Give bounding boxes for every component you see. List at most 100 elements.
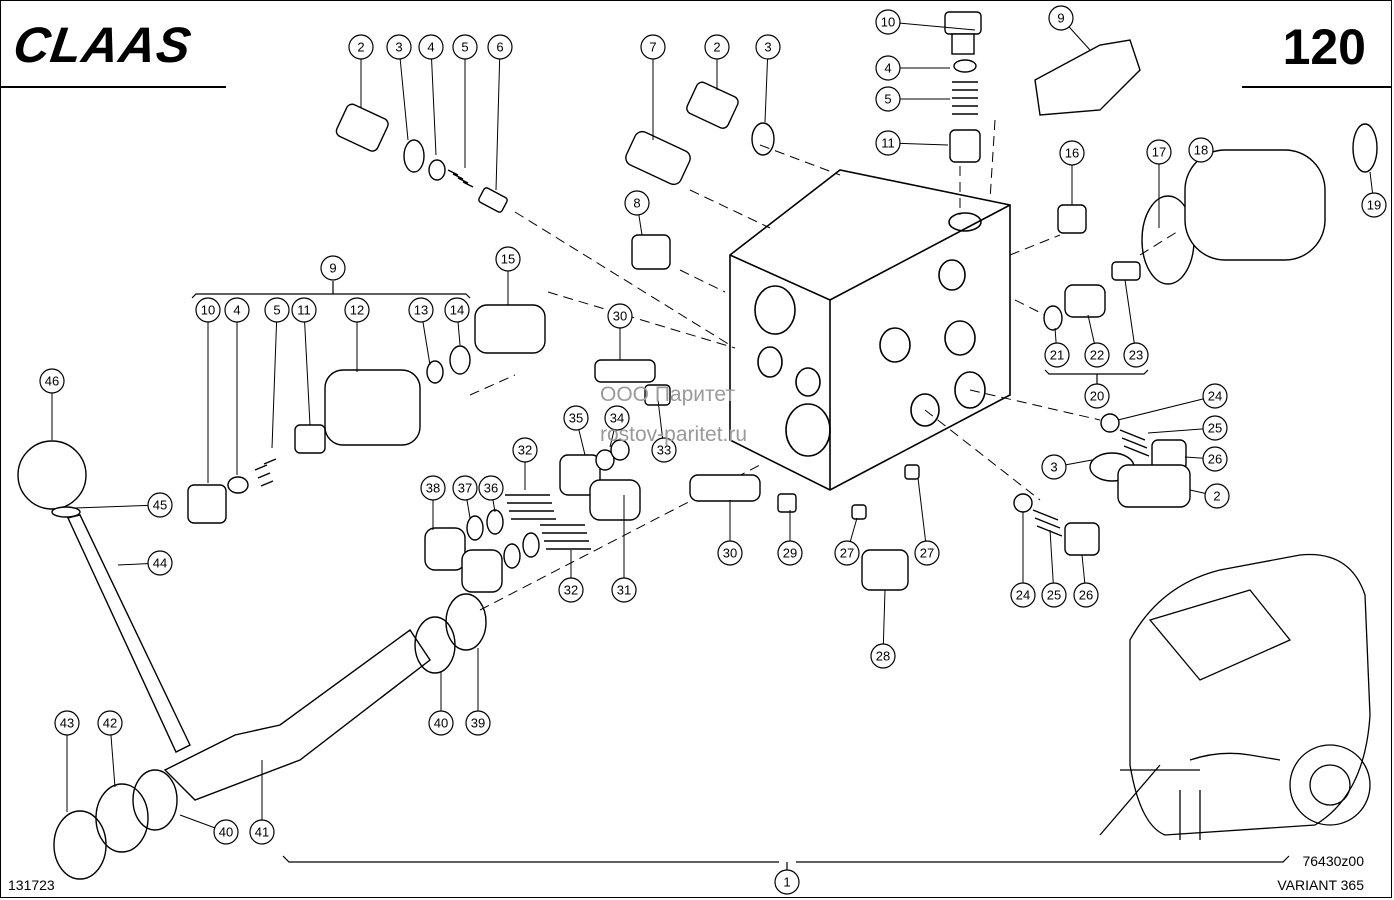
callout-bubble bbox=[420, 475, 446, 501]
callout-label: 4 bbox=[884, 61, 891, 76]
callout-bubble bbox=[418, 34, 444, 60]
callout-bubble bbox=[717, 540, 743, 566]
callout-label: 37 bbox=[458, 481, 472, 496]
callout-bubble bbox=[1041, 454, 1067, 480]
callout-bubble bbox=[875, 9, 901, 35]
callout-26: 26 bbox=[1073, 554, 1099, 608]
callout-bubble bbox=[604, 405, 630, 431]
callout-bubble bbox=[386, 34, 412, 60]
callout-2: 2 bbox=[348, 34, 374, 108]
callout-leader bbox=[271, 309, 278, 449]
watermark-line-2: rostov-paritet.ru bbox=[600, 423, 748, 446]
callout-44: 44 bbox=[117, 550, 173, 576]
callout-bubble bbox=[624, 190, 650, 216]
callout-38: 38 bbox=[420, 475, 446, 530]
callout-18: 18 bbox=[1188, 137, 1214, 163]
parts bbox=[17, 11, 1378, 880]
callout-bubble bbox=[452, 34, 478, 60]
callout-4: 4 bbox=[224, 297, 250, 475]
callout-label: 27 bbox=[920, 546, 934, 561]
callout-label: 46 bbox=[45, 374, 59, 389]
drawing-ref: 131723 bbox=[8, 877, 55, 893]
callout-bubble bbox=[487, 34, 513, 60]
callout-label: 13 bbox=[414, 303, 428, 318]
callout-bubble bbox=[607, 303, 633, 329]
callout-label: 23 bbox=[1129, 348, 1143, 363]
callout-label: 28 bbox=[876, 649, 890, 664]
callout-bubble bbox=[1146, 139, 1172, 165]
callout-5: 5 bbox=[452, 34, 478, 168]
callout-label: 36 bbox=[484, 481, 498, 496]
callout-leader bbox=[887, 21, 976, 31]
callout-40: 40 bbox=[428, 672, 454, 736]
callout-bubble bbox=[1048, 5, 1074, 31]
callout-label: 12 bbox=[350, 303, 364, 318]
callout-bubble bbox=[777, 540, 803, 566]
callout-20: 20 bbox=[1084, 383, 1110, 409]
callout-bubble bbox=[755, 34, 781, 60]
callout-bubble bbox=[348, 34, 374, 60]
callout-bubble bbox=[1361, 192, 1387, 218]
callout-27: 27 bbox=[914, 477, 940, 566]
callout-16: 16 bbox=[1059, 140, 1085, 205]
callout-13: 13 bbox=[408, 297, 434, 366]
callout-30: 30 bbox=[717, 500, 743, 566]
callout-label: 29 bbox=[783, 546, 797, 561]
callout-label: 5 bbox=[461, 40, 468, 55]
callout-bubble bbox=[512, 437, 538, 463]
callout-bubble bbox=[264, 297, 290, 323]
callout-label: 25 bbox=[1208, 421, 1222, 436]
callout-bubble bbox=[344, 297, 370, 323]
callout-label: 3 bbox=[1050, 460, 1057, 475]
callout-5: 5 bbox=[875, 86, 950, 112]
callout-bubble bbox=[1204, 483, 1230, 509]
callout-6: 6 bbox=[487, 34, 513, 191]
callout-9: 9 bbox=[320, 255, 346, 281]
assembly-guides bbox=[469, 119, 1181, 611]
callout-bubble bbox=[320, 255, 346, 281]
callout-bubble bbox=[1073, 582, 1099, 608]
callout-bubble bbox=[704, 34, 730, 60]
callout-label: 32 bbox=[564, 583, 578, 598]
callout-label: 41 bbox=[255, 825, 269, 840]
callout-label: 40 bbox=[434, 716, 448, 731]
callout-leader bbox=[74, 504, 161, 509]
callout-label: 18 bbox=[1194, 143, 1208, 158]
callout-bubble bbox=[195, 297, 221, 323]
callout-5: 5 bbox=[264, 297, 290, 449]
page-number: 120 bbox=[1282, 19, 1366, 75]
callout-bubble bbox=[249, 819, 275, 845]
callout-bubble bbox=[408, 297, 434, 323]
callout-label: 42 bbox=[103, 716, 117, 731]
callout-label: 1 bbox=[783, 875, 790, 890]
callout-bubble bbox=[1123, 342, 1149, 368]
callout-label: 34 bbox=[610, 411, 624, 426]
callout-30: 30 bbox=[607, 303, 633, 360]
model-name: VARIANT 365 bbox=[1277, 877, 1364, 893]
callout-label: 40 bbox=[219, 825, 233, 840]
callout-label: 31 bbox=[617, 583, 631, 598]
callout-23: 23 bbox=[1123, 279, 1149, 368]
callout-3: 3 bbox=[755, 34, 781, 123]
callout-bubble bbox=[558, 577, 584, 603]
callout-label: 4 bbox=[427, 40, 434, 55]
callout-bubble bbox=[465, 710, 491, 736]
callout-label: 5 bbox=[884, 92, 891, 107]
callout-label: 26 bbox=[1208, 452, 1222, 467]
callout-label: 4 bbox=[233, 303, 240, 318]
callout-leader bbox=[1117, 395, 1216, 421]
callout-bubble bbox=[213, 819, 239, 845]
logo-underline bbox=[0, 86, 226, 88]
callout-21: 21 bbox=[1044, 327, 1070, 368]
callout-label: 6 bbox=[496, 40, 503, 55]
callout-label: 11 bbox=[297, 303, 311, 318]
callout-4: 4 bbox=[875, 55, 950, 81]
callout-bubble bbox=[1202, 383, 1228, 409]
callout-17: 17 bbox=[1146, 139, 1172, 228]
callout-bubble bbox=[54, 710, 80, 736]
callout-bubble bbox=[774, 869, 800, 895]
callout-label: 26 bbox=[1079, 588, 1093, 603]
callout-bubble bbox=[495, 246, 521, 272]
